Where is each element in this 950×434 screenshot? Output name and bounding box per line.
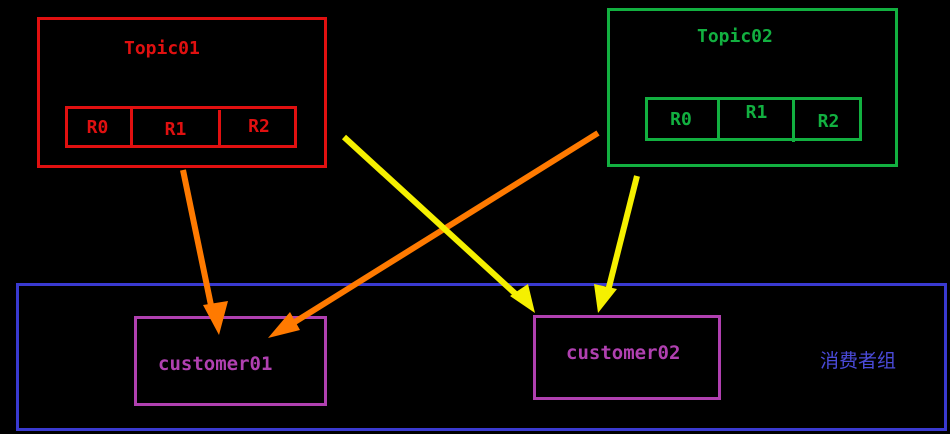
arrowhead-topic02-to-customer01	[268, 312, 300, 338]
arrow-topic01-to-customer01	[180, 169, 216, 316]
arrowhead-topic01-to-customer01	[203, 301, 228, 335]
topic02-title: Topic02	[697, 26, 773, 47]
topic01-title: Topic01	[124, 38, 200, 59]
topic02-partitions	[645, 97, 862, 141]
topic02-partition-r2: R2	[792, 100, 862, 142]
topic01-partition-r1: R1	[133, 110, 221, 148]
arrowhead-topic02-to-customer02	[594, 284, 617, 313]
topic01-partition-r2: R2	[248, 115, 270, 137]
topic01-partitions	[65, 106, 297, 148]
arrow-topic02-to-customer02	[604, 175, 640, 296]
arrowhead-topic01-to-customer02	[510, 284, 535, 313]
topic02-partition-r0: R0	[645, 97, 720, 141]
consumer-group-box	[16, 283, 947, 431]
customer02-label: customer02	[566, 342, 681, 364]
consumer-group-label: 消费者组	[820, 350, 897, 372]
topic02-box	[607, 8, 898, 167]
topic02-partition-r1: R1	[745, 101, 768, 123]
customer01-box	[134, 316, 327, 406]
customer01-label: customer01	[158, 353, 273, 375]
arrow-topic01-to-customer02	[341, 134, 523, 301]
topic01-box	[37, 17, 327, 168]
customer02-box	[533, 315, 721, 400]
topic01-partition-r0: R0	[65, 106, 133, 148]
